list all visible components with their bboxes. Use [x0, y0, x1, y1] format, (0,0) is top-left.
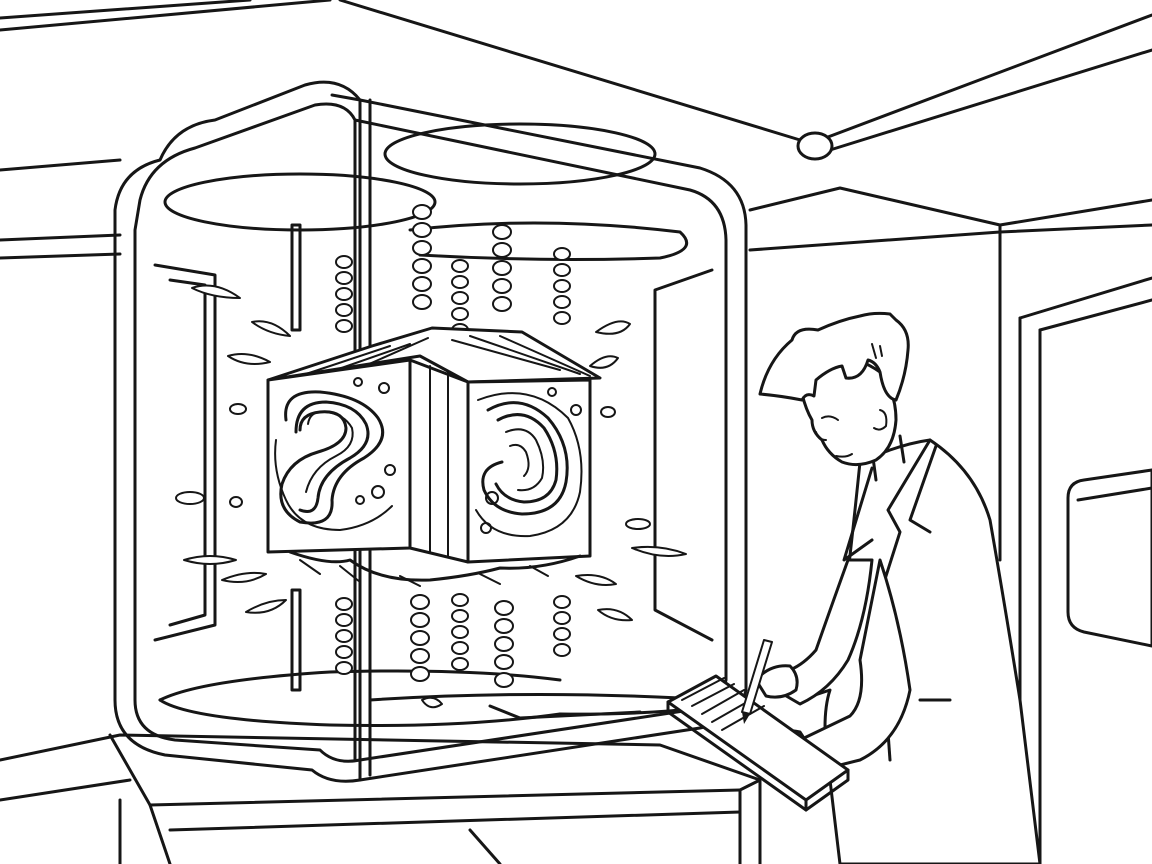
bead-string [494, 600, 514, 688]
swirl-pattern-right [475, 387, 583, 538]
hand-writing [754, 664, 799, 699]
bead-string [451, 593, 469, 671]
hair [758, 311, 910, 402]
ion-strings-top [335, 204, 571, 337]
ceiling-lamp [796, 131, 834, 161]
wall-panel [1066, 468, 1152, 648]
bead-string [492, 224, 512, 312]
bead-string [553, 247, 571, 325]
quantum-cube [266, 326, 602, 587]
energy-particles [175, 284, 687, 709]
ion-strings-bottom [335, 593, 571, 688]
swirl-pattern-left [274, 377, 396, 531]
bead-string [335, 255, 353, 333]
bead-string [335, 597, 353, 675]
bead-string [410, 594, 430, 682]
left-arm [774, 558, 874, 706]
pen [741, 639, 773, 724]
table [0, 733, 762, 864]
bead-string [412, 204, 432, 310]
right-arm [798, 558, 912, 772]
bead-string [553, 595, 571, 657]
bead-string [451, 259, 469, 337]
clipboard [666, 674, 850, 812]
